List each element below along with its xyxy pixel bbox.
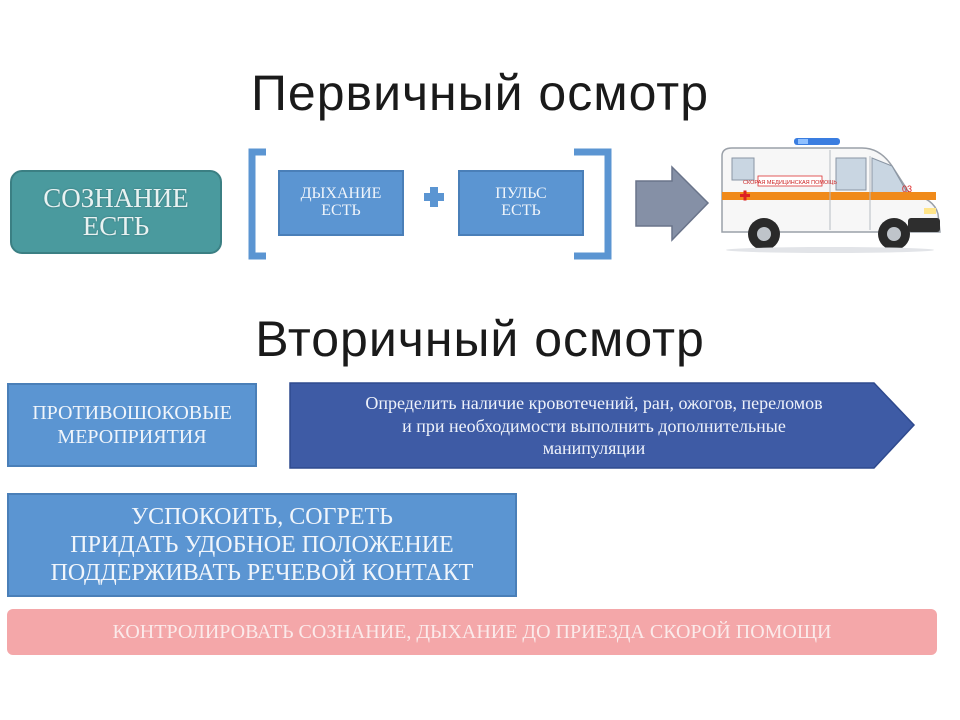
calm-line1: УСПОКОИТЬ, СОГРЕТЬ [131,503,393,530]
antishock-line2: МЕРОПРИЯТИЯ [57,426,207,448]
determine-line1: Определить наличие кровотечений, ран, ож… [365,393,823,414]
breathing-line1: ДЫХАНИЕ [300,185,382,203]
ambulance-icon: СКОРАЯ МЕДИЦИНСКАЯ ПОМОЩЬ 03 [721,138,941,253]
left-bracket [248,148,266,260]
determine-line2: и при необходимости выполнить дополнител… [402,415,786,436]
determine-injuries-text: Определить наличие кровотечений, ран, ож… [296,385,892,467]
determine-arrow-shape [289,382,916,469]
calm-line3: ПОДДЕРЖИВАТЬ РЕЧЕВОЙ КОНТАКТ [50,560,474,587]
consciousness-line2: ЕСТЬ [82,211,150,241]
pulse-line1: ПУЛЬС [495,185,547,203]
title-secondary-exam: Вторичный осмотр [255,311,705,367]
pulse-present-box: ПУЛЬС ЕСТЬ [458,170,584,236]
right-bracket [574,148,612,260]
consciousness-present-box: СОЗНАНИЕ ЕСТЬ [10,170,222,254]
ambulance-number-text: 03 [902,184,912,194]
determine-line3: манипуляции [542,438,646,459]
antishock-line1: ПРОТИВОШОКОВЫЕ [32,402,232,424]
calm-line2: ПРИДАТЬ УДОБНОЕ ПОЛОЖЕНИЕ [70,531,454,558]
antishock-measures-box: ПРОТИВОШОКОВЫЕ МЕРОПРИЯТИЯ [7,383,257,467]
breathing-present-box: ДЫХАНИЕ ЕСТЬ [278,170,404,236]
calm-warm-box: УСПОКОИТЬ, СОГРЕТЬ ПРИДАТЬ УДОБНОЕ ПОЛОЖ… [7,493,517,597]
control-until-arrival-bar: КОНТРОЛИРОВАТЬ СОЗНАНИЕ, ДЫХАНИЕ ДО ПРИЕ… [7,609,937,655]
breathing-line2: ЕСТЬ [321,202,361,219]
consciousness-line1: СОЗНАНИЕ [43,182,189,213]
right-arrow-icon [635,165,710,242]
title-primary-exam: Первичный осмотр [250,65,710,121]
pulse-line2: ЕСТЬ [501,202,541,219]
plus-icon [424,187,444,207]
ambulance-sign-text: СКОРАЯ МЕДИЦИНСКАЯ ПОМОЩЬ [743,180,837,186]
